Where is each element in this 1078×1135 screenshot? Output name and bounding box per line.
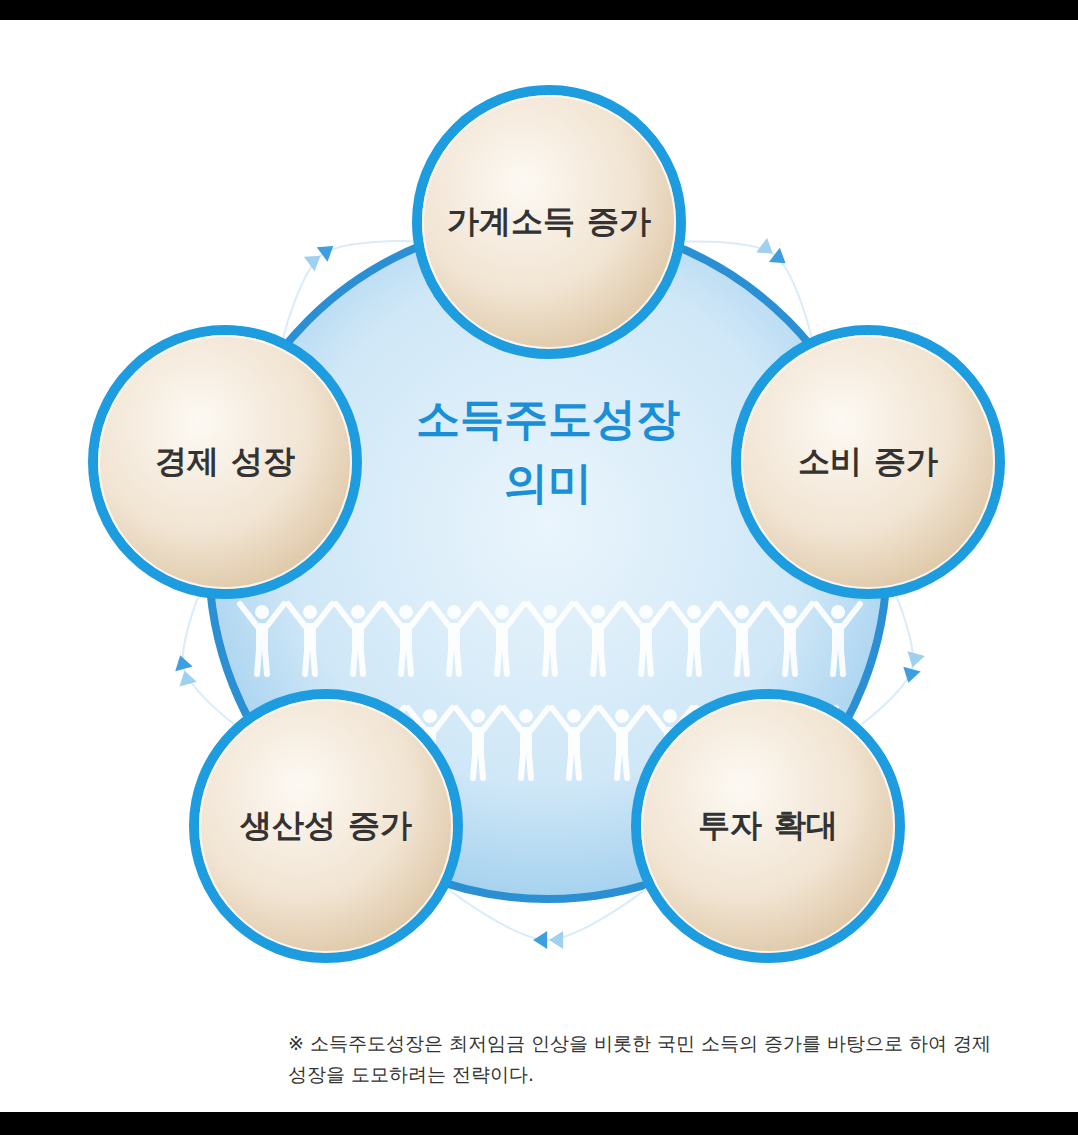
step-disc <box>636 694 900 958</box>
person-head <box>447 605 461 619</box>
step-disc-inner-ring <box>423 96 675 348</box>
person-head <box>423 709 437 723</box>
person-head <box>255 605 269 619</box>
step-disc <box>194 694 458 958</box>
step-disc <box>736 330 1000 594</box>
person-head <box>639 605 653 619</box>
step-disc <box>417 90 681 354</box>
step-label: 가계소득 증가 <box>447 200 650 244</box>
person-head <box>687 605 701 619</box>
person-head <box>495 605 509 619</box>
person-head <box>591 605 605 619</box>
person-head <box>543 605 557 619</box>
person-head <box>351 605 365 619</box>
step-label: 생산성 증가 <box>240 804 411 848</box>
step-circle: 생산성 증가 <box>189 689 463 963</box>
person-head <box>567 709 581 723</box>
person-head <box>471 709 485 723</box>
step-circle: 가계소득 증가 <box>412 85 686 359</box>
person-head <box>735 605 749 619</box>
center-title: 소득주도성장 의미 <box>398 387 698 515</box>
bottom-band <box>0 1112 1078 1135</box>
step-label: 경제 성장 <box>155 440 294 484</box>
step-circle: 투자 확대 <box>631 689 905 963</box>
person-head <box>399 605 413 619</box>
step-disc-inner-ring <box>200 700 452 952</box>
person-head <box>663 709 677 723</box>
person-head <box>519 709 533 723</box>
person-head <box>615 709 629 723</box>
step-circle: 경제 성장 <box>88 325 362 599</box>
step-label: 투자 확대 <box>698 804 837 848</box>
step-disc <box>93 330 357 594</box>
step-disc-inner-ring <box>642 700 894 952</box>
step-disc-inner-ring <box>99 336 351 588</box>
top-band <box>0 0 1078 20</box>
caption-note: ※ 소득주도성장은 최저임금 인상을 비롯한 국민 소득의 증가를 바탕으로 하… <box>288 1028 1008 1091</box>
step-disc-inner-ring <box>742 336 994 588</box>
person-head <box>831 605 845 619</box>
step-label: 소비 증가 <box>798 440 937 484</box>
step-circle: 소비 증가 <box>731 325 1005 599</box>
person-head <box>783 605 797 619</box>
person-head <box>303 605 317 619</box>
